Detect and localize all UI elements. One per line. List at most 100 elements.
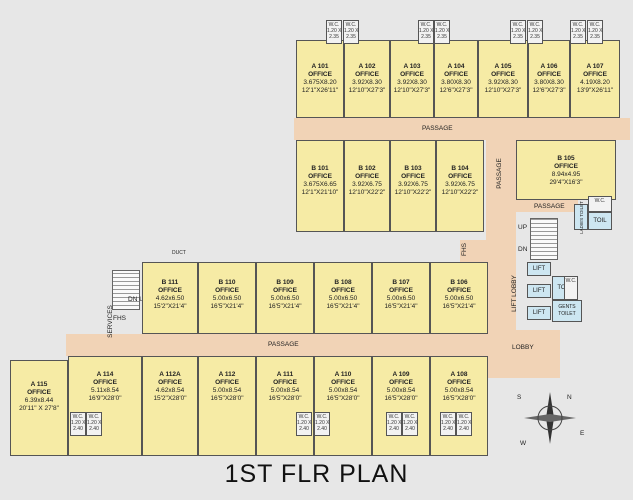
wc-label: W.C.	[345, 22, 357, 28]
room-imperial: 13'9"X26'11"	[576, 87, 614, 94]
duct-label: DUCT	[172, 250, 186, 256]
room-name: A 108	[450, 371, 468, 378]
wc-size: 1.20 X	[387, 420, 402, 426]
room-metric: 5.00x8.54	[386, 387, 416, 394]
wc-label: W.C.	[72, 414, 84, 420]
room-use: OFFICE	[448, 173, 472, 180]
wc-size2: 2.35	[530, 34, 540, 40]
room-use: OFFICE	[331, 379, 355, 386]
wc-size2: 2.40	[89, 426, 99, 432]
wc-size: 1.20 X	[435, 28, 450, 34]
wc-size: 1.20 X	[327, 28, 342, 34]
wc-size2: 2.35	[421, 34, 431, 40]
wc-size: 1.20 X	[344, 28, 359, 34]
room-imperial: 16'5"X21'4"	[210, 303, 244, 310]
room-imperial: 12'1"X26'11"	[301, 87, 339, 94]
lift-1[interactable]: LIFT	[527, 262, 551, 276]
wc-size2: 2.35	[590, 34, 600, 40]
room-name: B 103	[404, 165, 422, 172]
wc-size: 1.20 X	[588, 28, 603, 34]
lift-3[interactable]: LIFT	[527, 306, 551, 320]
wc-label: W.C.	[404, 414, 416, 420]
room-name: A 104	[447, 63, 465, 70]
room-use: OFFICE	[158, 379, 182, 386]
wc-size2: 2.35	[329, 34, 339, 40]
room-name: A 110	[334, 371, 352, 378]
room-metric: 3.92X8.30	[352, 79, 382, 86]
room-metric: 4.62x6.50	[155, 295, 185, 302]
lift-label: LIFT	[532, 309, 546, 316]
passage-upper-label: PASSAGE	[422, 125, 453, 132]
wc-size: 1.20 X	[297, 420, 312, 426]
ladies-toilet-label: LADIES TOILET	[578, 200, 584, 234]
room-use: OFFICE	[447, 287, 471, 294]
wc-label: W.C.	[589, 22, 601, 28]
room-metric: 4.19X8.20	[580, 79, 610, 86]
room-metric: 5.00x6.50	[386, 295, 416, 302]
room-use: OFFICE	[583, 71, 607, 78]
lift-2[interactable]: LIFT	[527, 284, 551, 298]
room-metric: 5.00x6.50	[270, 295, 300, 302]
room-use: OFFICE	[273, 379, 297, 386]
room-name: B 101	[311, 165, 329, 172]
staircase-right	[530, 218, 558, 260]
room-imperial: 16'5"X21'4"	[384, 303, 418, 310]
room-name: B 107	[392, 279, 410, 286]
wc-size2: 2.40	[459, 426, 469, 432]
wc-size: 1.20 X	[419, 28, 434, 34]
wc-label: W.C.	[298, 414, 310, 420]
fhs-label-left: FHS	[113, 315, 126, 322]
room-metric: 3.92X6.75	[398, 181, 428, 188]
passage-right	[516, 200, 578, 212]
ladies-toilet-area: TOIL	[588, 212, 612, 230]
room-metric: 5.00x8.54	[270, 387, 300, 394]
plan-title: 1ST FLR PLAN	[224, 460, 409, 488]
toil-label: TOIL	[593, 217, 607, 224]
room-name: A 101	[311, 63, 329, 70]
room-metric: 5.00x6.50	[212, 295, 242, 302]
compass-rose-icon	[524, 392, 576, 444]
room-metric: 4.62x8.54	[155, 387, 185, 394]
passage-upper	[294, 118, 630, 140]
wc-size: 1.20 X	[441, 420, 456, 426]
room-name: B 110	[218, 279, 236, 286]
room-use: OFFICE	[389, 379, 413, 386]
room-use: OFFICE	[537, 71, 561, 78]
room-metric: 3.80X8.30	[534, 79, 564, 86]
lobby-area	[490, 330, 560, 378]
